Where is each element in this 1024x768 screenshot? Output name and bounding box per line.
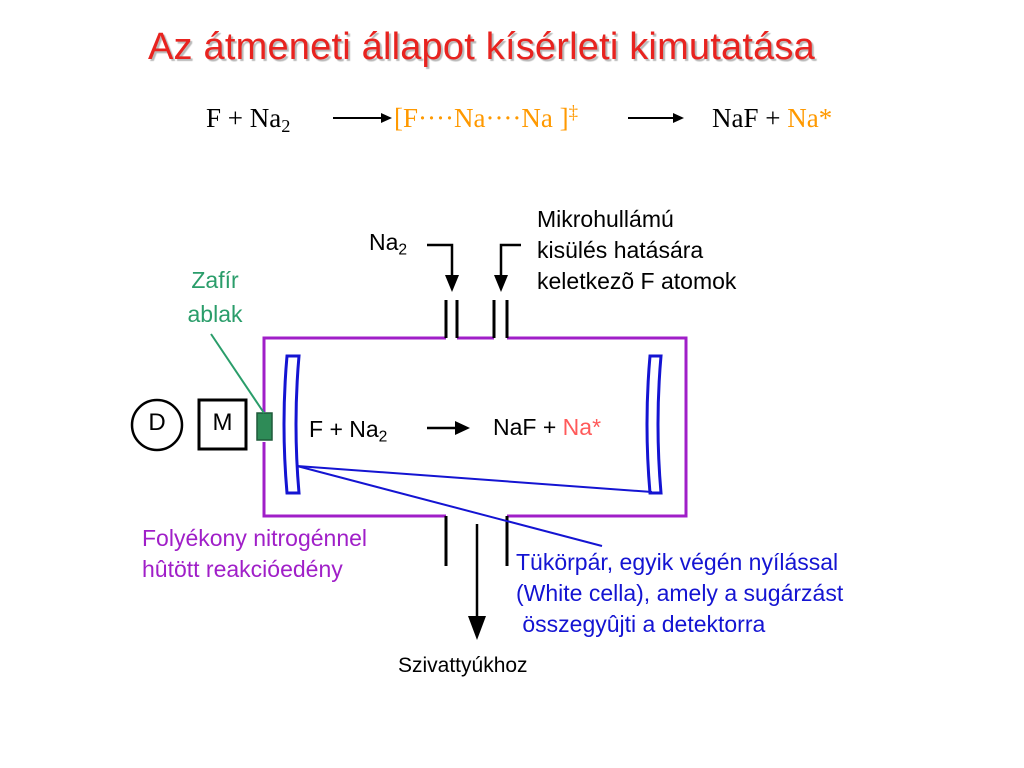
- equation-reactants: F + Na2: [206, 103, 291, 137]
- monochromator-label: M: [212, 409, 233, 436]
- detector-label: D: [148, 409, 166, 436]
- inner-reactants: F + Na2: [309, 416, 388, 446]
- na2-inlet-arrow: [427, 243, 459, 292]
- vessel-label: Folyékony nitrogénnel hûtött reakcióedén…: [142, 525, 368, 582]
- right-mirror: [645, 354, 663, 495]
- equation-arrow-2: [628, 113, 684, 123]
- equation-transition-state: [F····Na····Na ]‡: [394, 102, 579, 133]
- microwave-label: Mikrohullámú kisülés hatására keletkezõ …: [537, 206, 737, 294]
- monochromator-box: [197, 398, 248, 451]
- tubes: [444, 300, 509, 566]
- detector-circle: [130, 398, 184, 452]
- equation-products: NaF + Na*: [712, 103, 833, 133]
- inner-reaction-arrow: [427, 421, 470, 435]
- page-title: Az átmeneti állapot kísérleti kimutatása: [148, 26, 815, 68]
- sapphire-window-label: Zafír ablak: [187, 267, 243, 327]
- mirror-label: Tükörpár, egyik végén nyílással (White c…: [516, 549, 844, 637]
- f-atom-inlet-arrow: [494, 243, 521, 292]
- na2-inlet-label: Na2: [369, 229, 408, 259]
- pump-outlet-arrow: [468, 524, 486, 640]
- mirror-leader-line: [296, 465, 653, 493]
- left-mirror: [282, 354, 301, 495]
- reaction-vessel: [262, 336, 688, 518]
- inner-products: NaF + Na*: [493, 414, 602, 440]
- equation-arrow-1: [333, 113, 392, 123]
- window-leader-line: [210, 333, 265, 414]
- mirror-leader-line-2: [296, 465, 603, 547]
- pump-label: Szivattyúkhoz: [398, 654, 528, 677]
- sapphire-window: [256, 412, 273, 441]
